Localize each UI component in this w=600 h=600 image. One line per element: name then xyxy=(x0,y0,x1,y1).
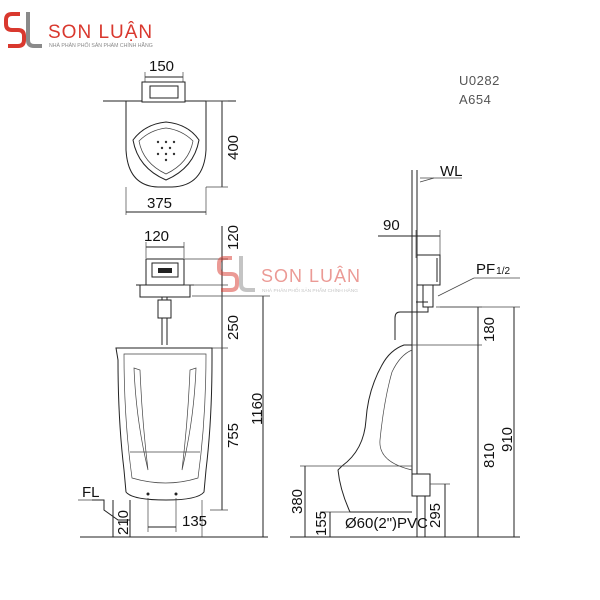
dim-380: 380 xyxy=(289,489,306,514)
top-view: 150 400 375 xyxy=(103,58,242,215)
dim-150: 150 xyxy=(149,58,174,75)
dim-1160: 1160 xyxy=(249,393,266,425)
brand-tagline: NHÀ PHÂN PHỐI SẢN PHẨM CHÍNH HÃNG xyxy=(49,42,153,49)
pf-text: PF xyxy=(476,261,495,278)
brand-name: SON LUẬN xyxy=(48,21,153,43)
watermark-brand-name: SON LUẬN xyxy=(261,266,361,286)
drain-holes-icon xyxy=(156,140,176,162)
dim-250: 250 xyxy=(225,315,242,340)
model-code-1: U0282 xyxy=(459,73,500,88)
pf-sub-text: 1/2 xyxy=(496,266,510,277)
dim-810: 810 xyxy=(481,443,498,468)
dim-910: 910 xyxy=(499,427,516,452)
dim-90: 90 xyxy=(383,217,400,234)
model-code-2: A654 xyxy=(459,92,491,107)
dim-210: 210 xyxy=(115,510,132,535)
dim-180: 180 xyxy=(481,317,498,342)
dim-400: 400 xyxy=(225,135,242,160)
dim-375: 375 xyxy=(147,195,172,212)
dim-120-height: 120 xyxy=(225,225,242,250)
side-view: WL 90 PF1/2 180 810 xyxy=(289,163,520,538)
watermark-logo: SON LUẬN NHÀ PHÂN PHỐI SẢN PHẨM CHÍNH HÃ… xyxy=(217,256,361,294)
sl-monogram-icon xyxy=(217,256,255,292)
dim-135: 135 xyxy=(182,513,207,530)
watermark-tagline: NHÀ PHÂN PHỐI SẢN PHẨM CHÍNH HÃNG xyxy=(262,287,358,294)
front-view: 120 120 250 755 1160 xyxy=(78,225,270,538)
wl-label: WL xyxy=(440,163,463,180)
dim-155: 155 xyxy=(313,511,330,536)
dim-120-width: 120 xyxy=(144,228,169,245)
fl-label: FL xyxy=(82,484,100,501)
brand-logo: SON LUẬN NHÀ PHÂN PHỐI SẢN PHẨM CHÍNH HÃ… xyxy=(3,12,153,49)
dim-755: 755 xyxy=(225,423,242,448)
pipe-label: Ø60(2")PVC xyxy=(345,515,428,532)
dim-295: 295 xyxy=(427,503,444,528)
sl-monogram-icon xyxy=(3,12,42,48)
pf-label: PF1/2 xyxy=(476,261,511,278)
